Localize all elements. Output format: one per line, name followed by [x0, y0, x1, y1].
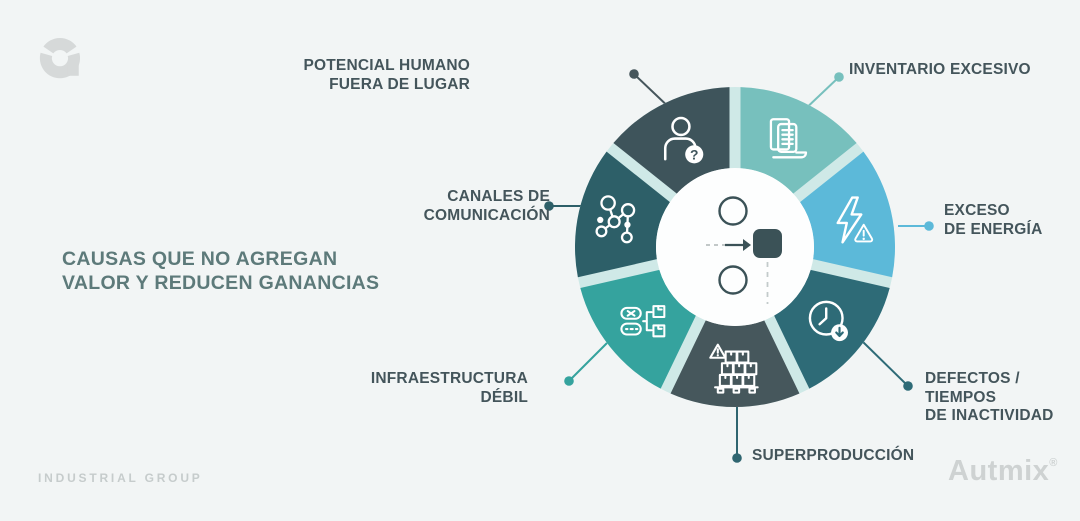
autmix-logo-icon: [39, 38, 81, 79]
connector-dot-defectos-tiempos-de-inactividad: [903, 381, 913, 391]
connector-dot-canales-de-comunicacion: [544, 201, 554, 211]
connector-line-defectos-tiempos-de-inactividad: [861, 340, 909, 387]
wedge-exceso-de-energia: [800, 151, 895, 278]
donut-center-disc: [656, 168, 814, 326]
process-flow-icon: [706, 196, 782, 304]
footer-industrial-group: INDUSTRIAL GROUP: [38, 471, 203, 485]
cause-label-inventario-excesivo: INVENTARIO EXCESIVO: [849, 61, 1031, 78]
connector-dot-infraestructura-debil: [564, 376, 574, 386]
cause-label-superproduccion: SUPERPRODUCCIÓN: [752, 447, 915, 464]
registered-mark: ®: [1049, 457, 1058, 469]
donut-wedges: [575, 87, 895, 407]
brand-name-text: Autmix: [948, 455, 1050, 487]
connector-dot-potencial-humano-fuera-de-lugar: [629, 69, 639, 79]
wedge-inventario-excesivo: [740, 87, 857, 194]
page-title: CAUSAS QUE NO AGREGAN VALOR Y REDUCEN GA…: [62, 248, 380, 294]
connector-dot-inventario-excesivo: [834, 72, 844, 82]
connector-dot-exceso-de-energia: [924, 221, 934, 231]
donut-chart: ?: [575, 87, 895, 407]
footer-brand-name: Autmix®: [948, 455, 1058, 488]
connector-line-infraestructura-debil: [568, 342, 608, 382]
connector-dot-superproduccion: [732, 453, 742, 463]
